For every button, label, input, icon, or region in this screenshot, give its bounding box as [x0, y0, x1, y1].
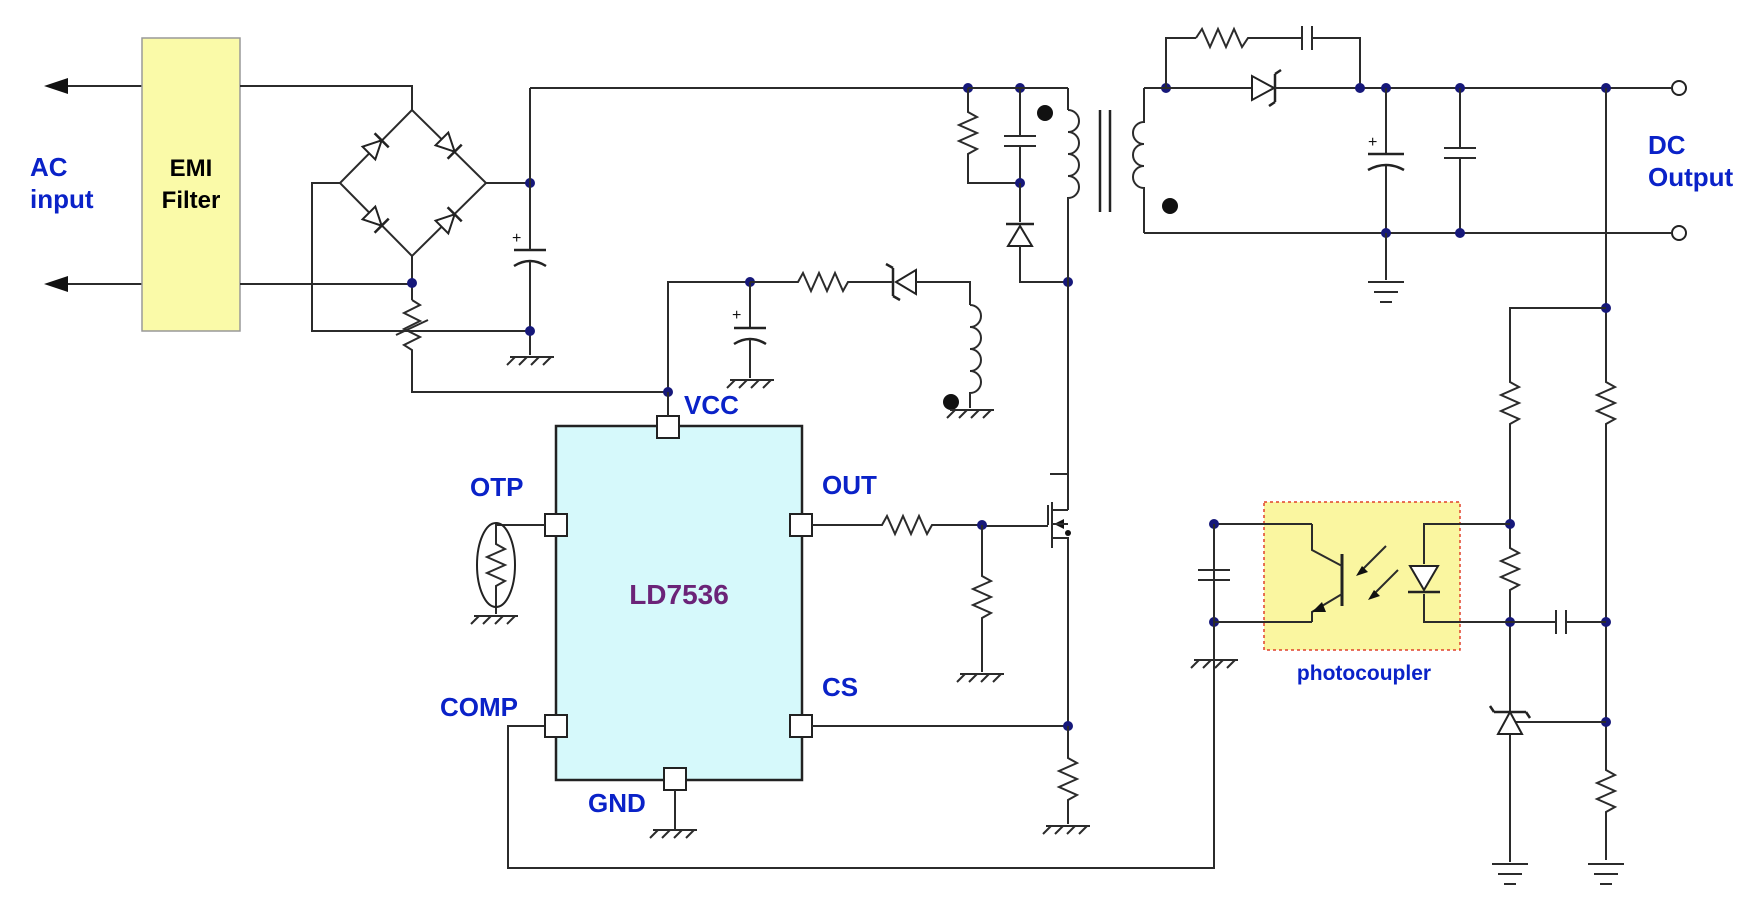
- label-out: OUT: [822, 470, 877, 500]
- diode-icon: [360, 204, 390, 234]
- ground-icon: [506, 356, 554, 366]
- terminal-icon[interactable]: [1671, 80, 1687, 96]
- capacitor-icon: [1444, 88, 1476, 233]
- diode-icon: [433, 130, 463, 160]
- emi-label-2: Filter: [162, 187, 221, 214]
- diode-icon: [885, 262, 917, 302]
- controller-ic: LD7536: [544, 415, 813, 791]
- emi-filter: EMI Filter: [141, 37, 241, 332]
- zener-icon: [1488, 705, 1532, 735]
- output-capacitor: +: [1367, 88, 1405, 233]
- diode-icon: [360, 132, 390, 162]
- ac-input: AC input: [30, 78, 142, 292]
- label-otp: OTP: [470, 472, 523, 502]
- diode-icon: [1006, 222, 1034, 247]
- terminal-icon[interactable]: [1671, 225, 1687, 241]
- label-gnd: GND: [588, 788, 646, 818]
- svg-text:+: +: [512, 230, 521, 247]
- dc-output-label-2: Output: [1648, 162, 1734, 192]
- led-icon: [1408, 565, 1440, 594]
- light-arrows: [1356, 545, 1399, 600]
- emi-label-1: EMI: [170, 155, 213, 182]
- pin-cs[interactable]: [789, 714, 813, 738]
- label-cs: CS: [822, 672, 858, 702]
- ac-input-label-1: AC: [30, 152, 68, 182]
- ground-icon: [1492, 740, 1528, 885]
- vcc-capacitor: +: [726, 282, 774, 389]
- ic-name: LD7536: [629, 579, 729, 610]
- phototransistor-icon: [1311, 524, 1344, 622]
- mosfet-icon: [1047, 473, 1071, 726]
- photocoupler-label: photocoupler: [1297, 662, 1431, 685]
- diode-icon: [433, 206, 463, 236]
- arrow-left-icon: [44, 276, 68, 292]
- svg-text:+: +: [732, 307, 741, 324]
- pin-comp[interactable]: [544, 714, 568, 738]
- label-vcc: VCC: [684, 390, 739, 420]
- bridge-rectifier: [338, 108, 488, 258]
- pin-vcc[interactable]: [656, 415, 680, 439]
- pin-gnd[interactable]: [663, 767, 687, 791]
- inductor-icon: [943, 304, 994, 419]
- svg-text:+: +: [1368, 134, 1377, 151]
- startup-resistor-wiper: [395, 319, 429, 336]
- arrow-left-icon: [44, 78, 68, 94]
- label-comp: COMP: [440, 692, 518, 722]
- pin-out[interactable]: [789, 513, 813, 537]
- bulk-capacitor: +: [512, 230, 547, 355]
- thermistor-icon: [470, 522, 545, 625]
- pin-otp[interactable]: [544, 513, 568, 537]
- ground-icon: [1588, 863, 1624, 885]
- photocoupler: [1263, 501, 1510, 651]
- transformer-icon: [1037, 88, 1178, 282]
- dc-output-label-1: DC: [1648, 130, 1686, 160]
- ground-icon: [1368, 233, 1404, 303]
- ac-input-label-2: input: [30, 184, 94, 214]
